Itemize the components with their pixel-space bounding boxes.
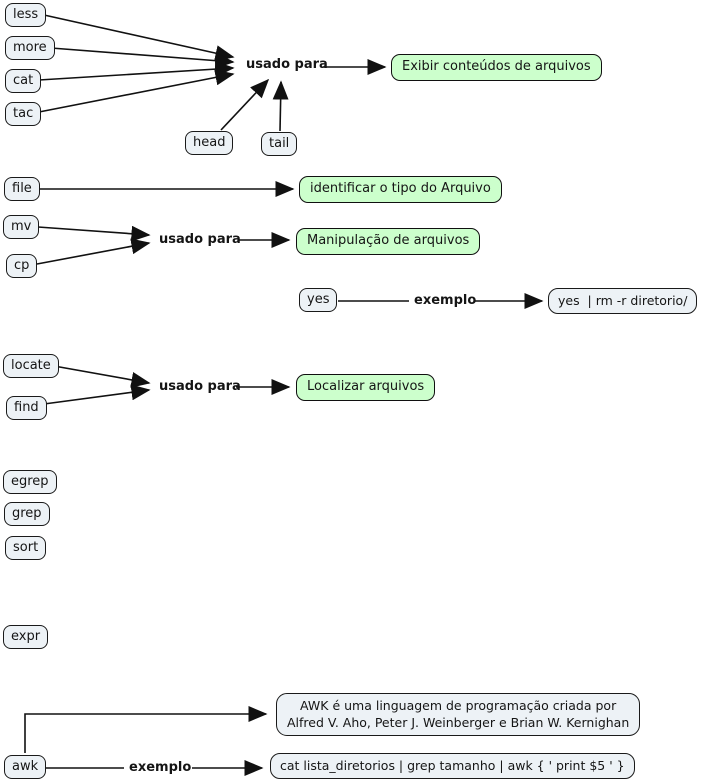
node-find[interactable]: find: [6, 396, 47, 421]
node-expr[interactable]: expr: [3, 625, 49, 650]
node-tac[interactable]: tac: [5, 102, 42, 127]
concept-manipulacao[interactable]: Manipulação de arquivos: [296, 228, 481, 255]
link-label-exemplo-awk[interactable]: exemplo: [129, 760, 192, 775]
node-yes[interactable]: yes: [299, 288, 338, 313]
node-cp[interactable]: cp: [6, 254, 38, 279]
node-awk[interactable]: awk: [4, 755, 47, 780]
node-cat[interactable]: cat: [5, 69, 42, 94]
edge-cat-to-usado-para: [38, 61, 235, 81]
node-grep[interactable]: grep: [4, 502, 50, 527]
node-locate[interactable]: locate: [3, 354, 59, 379]
node-file[interactable]: file: [4, 177, 40, 202]
node-sort[interactable]: sort: [5, 536, 47, 561]
awk-description-line2: Alfred V. Aho, Peter J. Weinberger e Bri…: [287, 714, 630, 730]
concept-identificar-tipo[interactable]: identificar o tipo do Arquivo: [299, 176, 502, 203]
example-awk-command[interactable]: cat lista_diretorios | grep tamanho | aw…: [270, 753, 635, 780]
concept-localizar-arquivos[interactable]: Localizar arquivos: [296, 374, 436, 401]
edge-locate-to-usado-para: [53, 365, 151, 388]
node-more[interactable]: more: [5, 36, 55, 61]
edge-more-to-usado-para: [50, 47, 235, 69]
edge-awk-to-description: [24, 706, 268, 753]
edge-find-to-usado-para: [43, 384, 151, 405]
edge-less-to-usado-para: [43, 14, 235, 61]
link-label-usado-para-display[interactable]: usado para: [246, 57, 328, 72]
edge-tac-to-usado-para: [38, 69, 235, 113]
awk-description-line1: AWK é uma linguagem de programação criad…: [300, 698, 617, 713]
link-label-usado-para-localizar[interactable]: usado para: [159, 379, 241, 394]
edge-cp-to-usado-para: [36, 238, 151, 265]
link-label-exemplo-yes[interactable]: exemplo: [414, 293, 477, 308]
node-mv[interactable]: mv: [3, 215, 40, 240]
edge-tail-to-usado-para: [272, 80, 289, 132]
edge-head-to-usado-para: [220, 78, 270, 131]
link-label-usado-para-manip[interactable]: usado para: [159, 232, 241, 247]
awk-description-box[interactable]: AWK é uma linguagem de programação criad…: [276, 693, 641, 736]
example-yes-command[interactable]: yes | rm -r diretorio/: [548, 288, 698, 315]
node-egrep[interactable]: egrep: [3, 470, 57, 495]
node-less[interactable]: less: [5, 3, 47, 28]
concept-exibir-conteudos[interactable]: Exibir conteúdos de arquivos: [391, 54, 602, 81]
node-head[interactable]: head: [185, 131, 234, 156]
edge-mv-to-usado-para: [37, 225, 151, 242]
node-tail[interactable]: tail: [261, 132, 298, 157]
